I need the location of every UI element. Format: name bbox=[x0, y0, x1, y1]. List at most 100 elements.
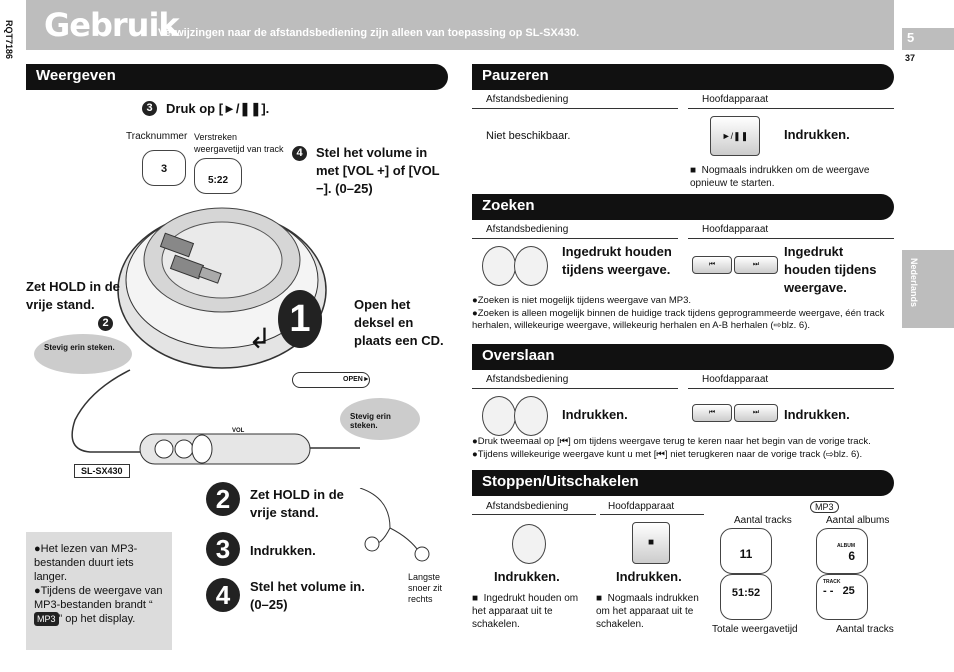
stoppen-note-1: ■ Ingedrukt houden om het apparaat uit t… bbox=[472, 593, 579, 630]
earphones-illustration bbox=[359, 488, 430, 562]
step4-small-badge: 4 bbox=[292, 146, 307, 161]
overslaan-remote-label: Afstandsbediening bbox=[486, 374, 569, 385]
page-subtitle: Verwijzingen naar de afstandsbediening z… bbox=[158, 27, 580, 39]
side-tab-label: Nederlands bbox=[909, 258, 919, 308]
step2-big-badge: 2 bbox=[206, 482, 240, 516]
tracknr-label: Tracknummer bbox=[126, 131, 188, 142]
section-overslaan: Overslaan bbox=[472, 344, 894, 370]
mp3-badge: MP3 bbox=[34, 612, 59, 626]
divider bbox=[472, 238, 678, 239]
overslaan-press-1: Indrukken. bbox=[562, 407, 628, 422]
hold-label: Zet HOLD in de vrije stand. bbox=[26, 279, 120, 312]
remote-next-button[interactable] bbox=[514, 396, 548, 436]
main-prev-button[interactable]: ⏮ bbox=[692, 404, 732, 422]
overslaan-press-2: Indrukken. bbox=[784, 407, 850, 422]
dash-value: - - bbox=[823, 585, 834, 597]
divider bbox=[688, 388, 894, 389]
album-tag: ALBUM bbox=[836, 543, 855, 549]
remote-cord-illustration bbox=[71, 369, 360, 465]
divider bbox=[472, 108, 678, 109]
overslaan-main-label: Hoofdapparaat bbox=[702, 374, 769, 385]
header-bar bbox=[26, 0, 894, 50]
overslaan-note-2: ●Tijdens willekeurige weergave kunt u me… bbox=[472, 449, 863, 460]
overslaan-note-1: ●Druk tweemaal op [⏮] om tijdens weergav… bbox=[472, 436, 871, 447]
display-total-time: 51:52 bbox=[720, 574, 772, 620]
section-weergeven: Weergeven bbox=[26, 64, 448, 90]
stoppen-press-1: Indrukken. bbox=[494, 569, 560, 584]
main-skip-forward-button[interactable]: ⏭ bbox=[734, 256, 778, 274]
display-tracks: 11 bbox=[720, 528, 772, 574]
step1-big-badge: 1 bbox=[278, 290, 322, 348]
aantal-tracks-label-2: Aantal tracks bbox=[836, 624, 894, 635]
pauze-note: ■ Nogmaals indrukken om de weergave opni… bbox=[690, 165, 870, 189]
step2-small-badge: 2 bbox=[98, 316, 113, 331]
remote-stop-button[interactable] bbox=[512, 524, 546, 564]
elapsed-label: Verstreken weergavetijd van track bbox=[194, 132, 284, 154]
mp3-note-1: ●Het lezen van MP3-bestanden duurt iets … bbox=[34, 543, 138, 583]
stoppen-note-2: ■ Nogmaals indrukken om het apparaat uit… bbox=[596, 593, 699, 630]
stoppen-press-2: Indrukken. bbox=[616, 569, 682, 584]
zoeken-hold-1: Ingedrukt houden tijdens weergave. bbox=[562, 244, 672, 277]
divider bbox=[688, 238, 894, 239]
page-number-small: 37 bbox=[905, 53, 916, 63]
track-tag: TRACK bbox=[823, 579, 841, 585]
divider bbox=[472, 514, 596, 515]
longest-cord-label: Langste snoer zit rechts bbox=[408, 572, 443, 604]
remote-skip-back-button[interactable] bbox=[482, 246, 516, 286]
divider bbox=[688, 108, 894, 109]
open-label: Open het deksel en plaats een CD. bbox=[354, 297, 444, 348]
doc-code: RQT7186 bbox=[4, 20, 14, 60]
divider bbox=[600, 514, 704, 515]
page-number: 5 bbox=[907, 30, 915, 45]
zoeken-remote-label: Afstandsbediening bbox=[486, 224, 569, 235]
track-count-value: 25 bbox=[842, 585, 855, 597]
mp3-outline-badge: MP3 bbox=[810, 501, 839, 513]
albums-value: 6 bbox=[848, 549, 855, 563]
mp3-note-box bbox=[26, 532, 172, 650]
section-stoppen: Stoppen/Uitschakelen bbox=[472, 470, 894, 496]
vol-label: VOL bbox=[232, 428, 245, 434]
step3-small-badge: 3 bbox=[142, 101, 157, 116]
divider bbox=[472, 388, 678, 389]
zoeken-hold-2: Ingedrukt houden tijdens weergave. bbox=[784, 244, 877, 295]
cd-player-illustration bbox=[117, 207, 327, 369]
display-track-count: TRACK- - 25 bbox=[816, 574, 868, 620]
section-zoeken: Zoeken bbox=[472, 194, 894, 220]
display-time: 5:22 bbox=[194, 158, 242, 194]
section-pauzeren: Pauzeren bbox=[472, 64, 894, 90]
aantal-tracks-label: Aantal tracks bbox=[734, 515, 792, 526]
display-track: 3 bbox=[142, 150, 186, 186]
mp3-note-2: ●Tijdens de weergave van MP3-bestanden b… bbox=[34, 585, 163, 626]
pauze-na: Niet beschikbaar. bbox=[486, 130, 571, 142]
step4-big-badge: 4 bbox=[206, 578, 240, 612]
page-number-box bbox=[902, 28, 954, 50]
zoeken-main-label: Hoofdapparaat bbox=[702, 224, 769, 235]
pauze-remote-label: Afstandsbediening bbox=[486, 94, 569, 105]
play-pause-button[interactable]: ►/❚❚ bbox=[710, 116, 760, 156]
stoppen-main-label: Hoofdapparaat bbox=[608, 501, 675, 512]
remote-vol-label: Stel het volume in. (0–25) bbox=[250, 579, 365, 612]
stevig-callout-2: Stevig erin steken. bbox=[340, 398, 420, 440]
remote-skip-forward-button[interactable] bbox=[514, 246, 548, 286]
main-skip-back-button[interactable]: ⏮ bbox=[692, 256, 732, 274]
main-stop-button[interactable]: ■ bbox=[632, 522, 670, 564]
open-slider[interactable]: OPEN► bbox=[292, 372, 370, 388]
side-tab bbox=[902, 250, 954, 328]
aantal-albums-label: Aantal albums bbox=[826, 515, 890, 526]
step4-label: Stel het volume in met [VOL +] of [VOL −… bbox=[316, 145, 440, 196]
remote-prev-button[interactable] bbox=[482, 396, 516, 436]
zoeken-note-1: ●Zoeken is niet mogelijk tijdens weergav… bbox=[472, 295, 692, 306]
remote-press-label: Indrukken. bbox=[250, 543, 316, 558]
main-next-button[interactable]: ⏭ bbox=[734, 404, 778, 422]
remote-hold-label: Zet HOLD in de vrije stand. bbox=[250, 487, 344, 520]
page-title: Gebruik bbox=[44, 6, 180, 44]
totale-label: Totale weergavetijd bbox=[712, 624, 798, 635]
step3-label: Druk op [►/❚❚]. bbox=[166, 101, 270, 116]
zoeken-note-2: ●Zoeken is alleen mogelijk binnen de hui… bbox=[472, 308, 885, 331]
arrow-down-left-icon: ↲ bbox=[248, 323, 272, 354]
stevig-callout-1: Stevig erin steken. bbox=[34, 334, 132, 374]
step3-big-badge: 3 bbox=[206, 532, 240, 566]
pauze-press: Indrukken. bbox=[784, 127, 850, 142]
model-label: SL-SX430 bbox=[74, 464, 130, 478]
